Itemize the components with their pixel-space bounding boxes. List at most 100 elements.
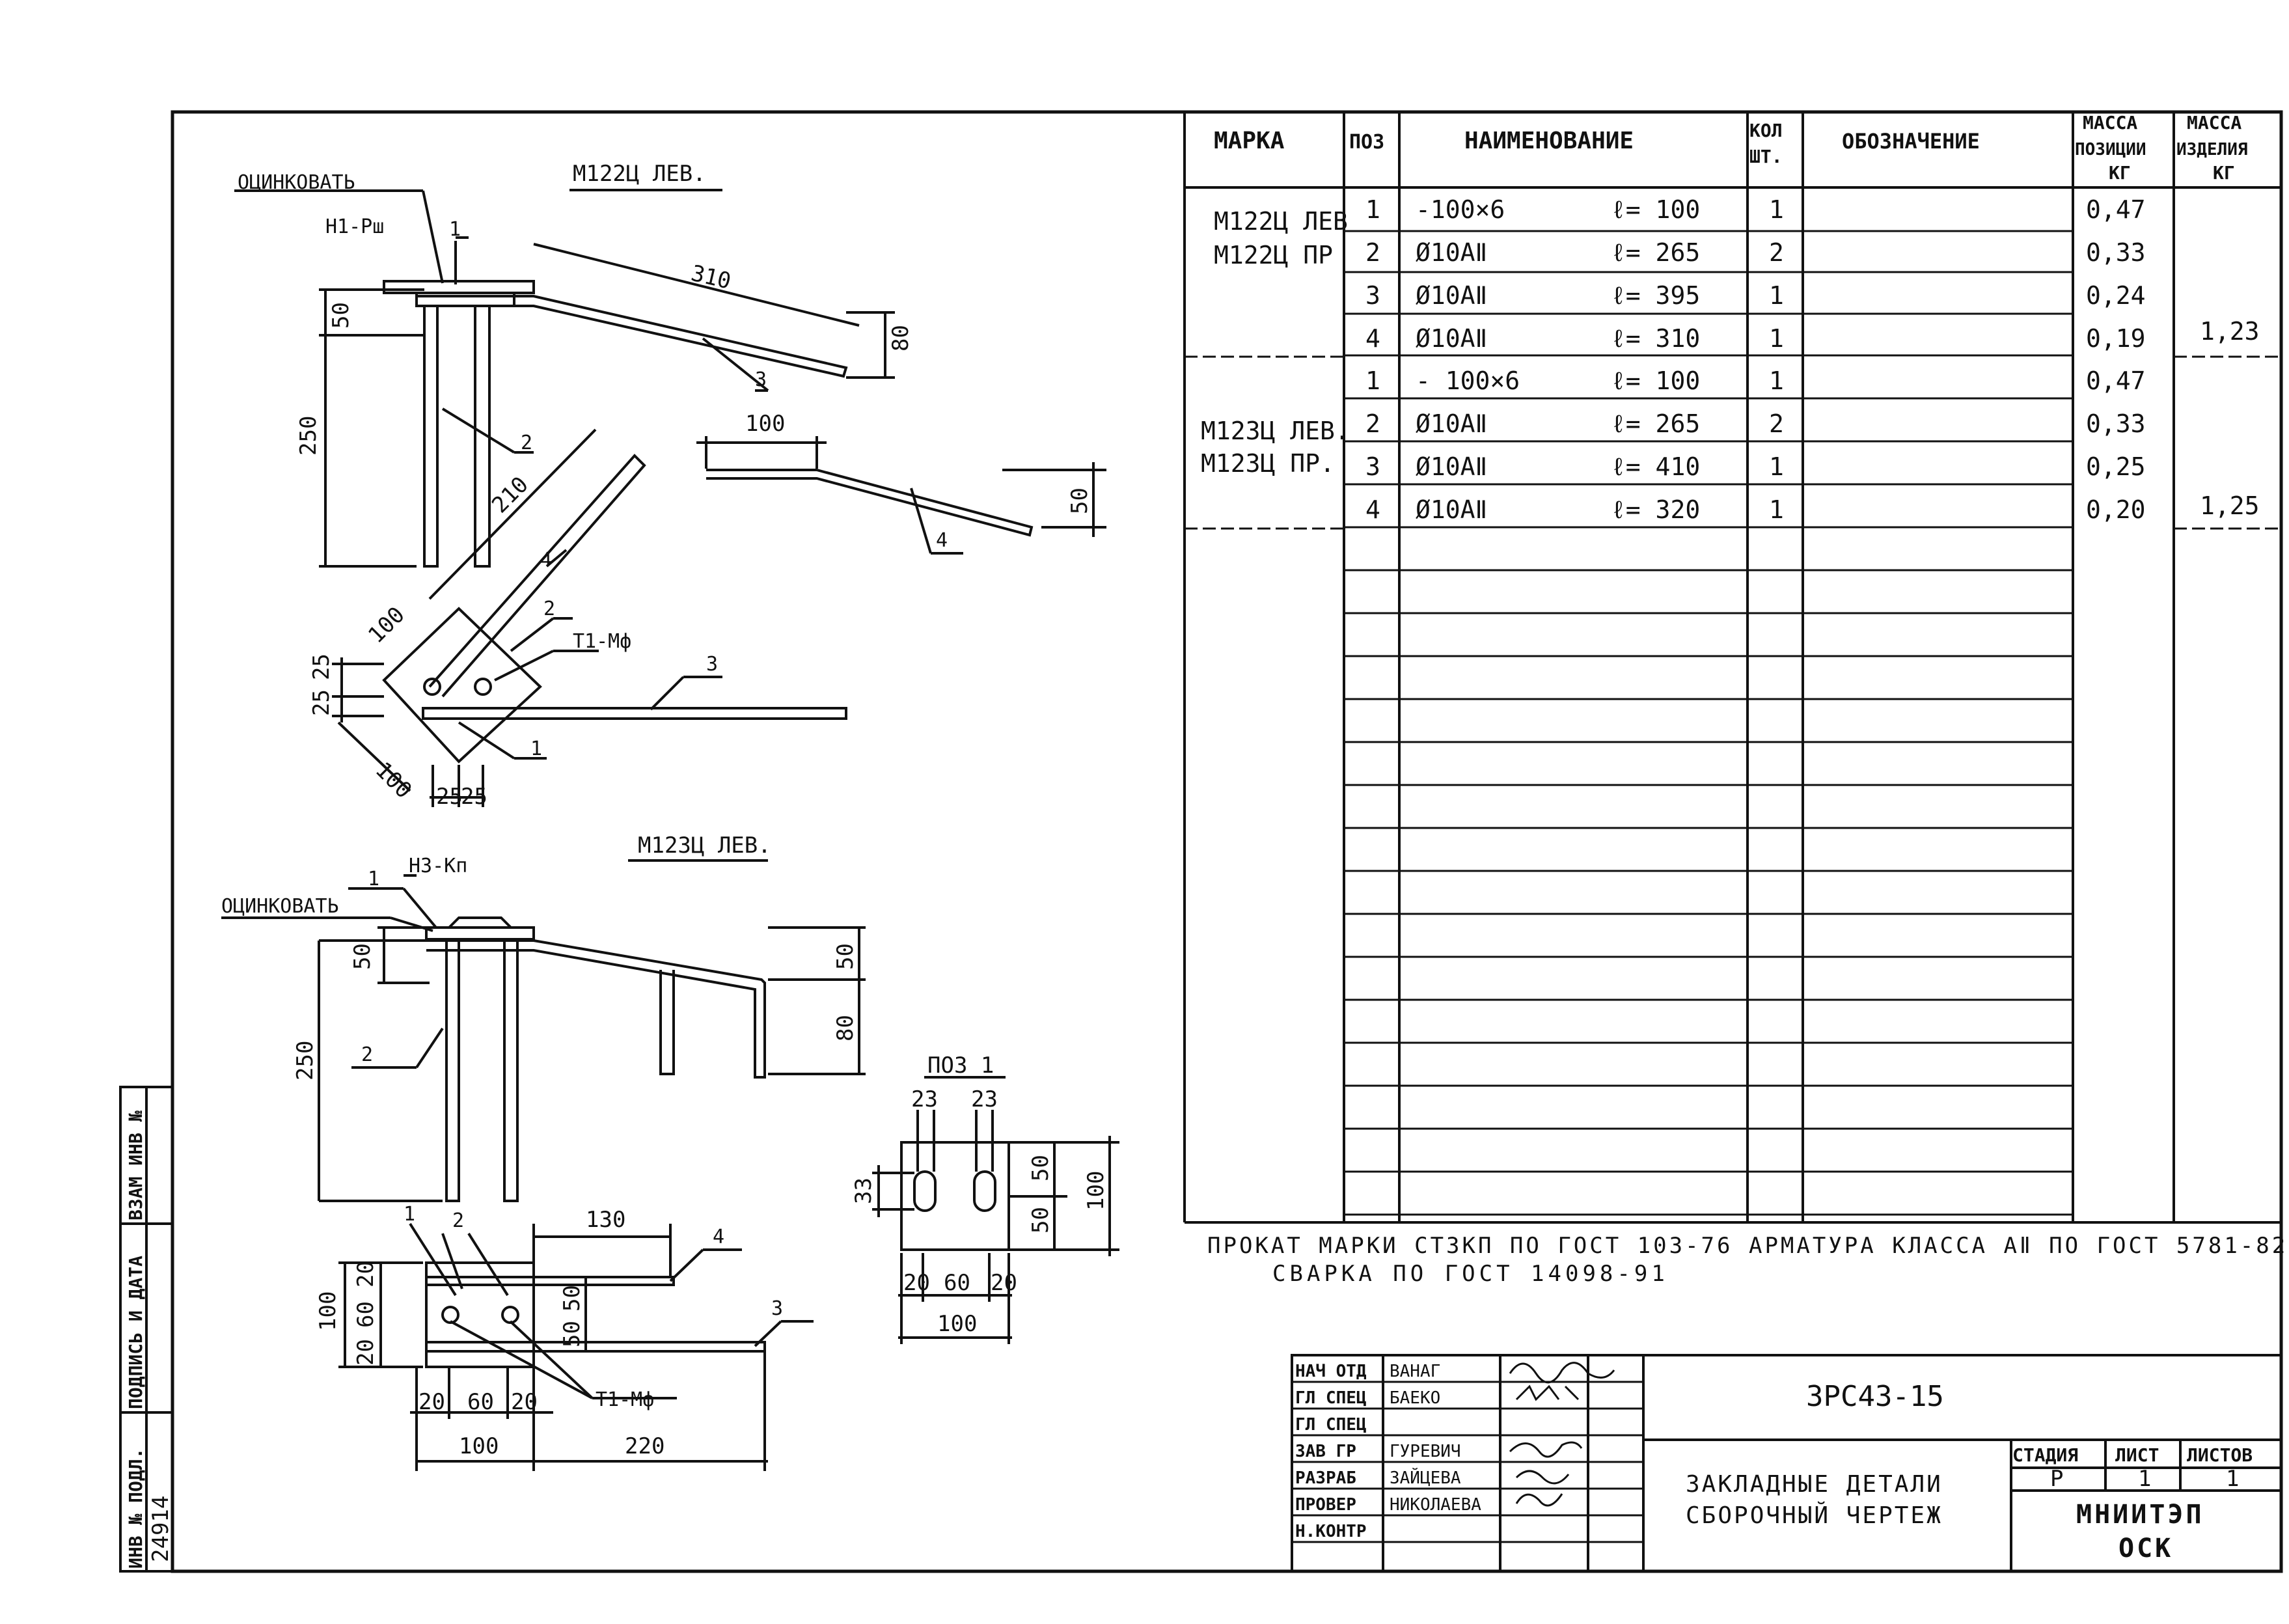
spec-cell-name: Ø10АⅡ [1416, 281, 1487, 310]
pos1-dim-33: 33 [851, 1177, 877, 1204]
spec-cell-poz: 4 [1365, 495, 1380, 524]
doc-title-1: ЗАКЛАДНЫЕ ДЕТАЛИ [1686, 1471, 1943, 1498]
tb-name: ВАНАГ [1390, 1362, 1440, 1381]
m123-dim-60b: 60 [467, 1389, 494, 1415]
spec-cell-qty: 2 [1769, 238, 1784, 267]
side-vzam: ВЗАМ ИНВ № [125, 1110, 146, 1220]
spec-cell-mass: 0,47 [2086, 366, 2146, 395]
spec-cell-len: ℓ= 410 [1611, 452, 1700, 481]
spec-cell-len: ℓ= 320 [1611, 495, 1700, 524]
stage-label: СТАДИЯ [2012, 1444, 2078, 1466]
m122-pos-3b: 3 [706, 653, 718, 676]
spec-cell-len: ℓ= 100 [1611, 195, 1700, 224]
m122-dim-80: 80 [888, 325, 914, 351]
m123-dim-50c: 50 [559, 1285, 585, 1312]
group2-mark-2: М123Ц ПР. [1201, 449, 1335, 478]
spec-cell-name: Ø10АⅡ [1416, 452, 1487, 481]
m123-plan-pos-1: 1 [404, 1203, 415, 1226]
doc-title-2: СБОРОЧНЫЙ ЧЕРТЕЖ [1686, 1502, 1943, 1529]
m123-dim-20a: 20 [353, 1261, 379, 1287]
side-inv-value: 24914 [148, 1496, 174, 1562]
pos4-dim-100: 100 [745, 411, 785, 437]
m122-dim-100b: 100 [370, 757, 417, 804]
m123-weld-code2: Т1-Мф [596, 1388, 654, 1411]
tb-role: НАЧ ОТД [1295, 1362, 1367, 1381]
side-sign-date: ПОДПИСЬ И ДАТА [125, 1256, 146, 1409]
note-line-1: ПРОКАТ МАРКИ СТ3КП ПО ГОСТ 103-76 АРМАТУ… [1207, 1233, 2288, 1259]
m123-dim-250: 250 [292, 1041, 318, 1080]
m123-plan-pos-4: 4 [713, 1226, 724, 1248]
spec-header-qty-2: ШТ. [1749, 146, 1783, 167]
m122-dim-25b: 25 [308, 689, 335, 716]
spec-cell-qty: 1 [1769, 452, 1784, 481]
m123-dim-220: 220 [625, 1433, 665, 1459]
spec-header-mass-pos-3: КГ [2109, 162, 2131, 184]
spec-cell-qty: 1 [1769, 366, 1784, 395]
m122-pos-1: 1 [449, 218, 461, 241]
tb-role: ПРОВЕР [1295, 1495, 1356, 1515]
spec-header-mass-pos-2: ПОЗИЦИИ [2075, 140, 2146, 159]
spec-cell-poz: 2 [1365, 238, 1380, 267]
m123-dim-50b: 50 [832, 943, 858, 970]
spec-header-qty-1: КОЛ [1749, 120, 1783, 141]
m123-weld-code: Н3-Кп [409, 855, 467, 877]
spec-cell-qty: 1 [1769, 281, 1784, 310]
spec-cell-mass: 0,47 [2086, 195, 2146, 224]
spec-cell-name: -100×6 [1416, 195, 1505, 224]
sheet-value: 1 [2138, 1466, 2151, 1492]
org-name-2: ОСК [2118, 1534, 2173, 1563]
spec-cell-poz: 3 [1365, 452, 1380, 481]
m122-pos-3: 3 [755, 368, 767, 391]
tb-role: ЗАВ ГР [1295, 1442, 1356, 1461]
m122-dim-210: 210 [487, 472, 534, 519]
spec-cell-qty: 1 [1769, 495, 1784, 524]
spec-header-mass-item-1: МАССА [2187, 112, 2241, 133]
m122-weld-code: Н1-Рш [325, 215, 384, 238]
spec-header-name: НАИМЕНОВАНИЕ [1464, 128, 1634, 154]
spec-cell-poz: 2 [1365, 409, 1380, 438]
m123-dim-20c: 20 [418, 1389, 445, 1415]
tb-role: ГЛ СПЕЦ [1295, 1415, 1367, 1435]
m122-weld-code2: Т1-Мф [573, 630, 631, 653]
spec-cell-qty: 2 [1769, 409, 1784, 438]
spec-cell-len: ℓ= 265 [1611, 238, 1700, 267]
spec-cell-poz: 1 [1365, 366, 1380, 395]
sheets-value: 1 [2226, 1466, 2239, 1492]
pos1-dim-60: 60 [944, 1270, 970, 1296]
m122-dim-310: 310 [689, 260, 733, 295]
spec-cell-len: ℓ= 265 [1611, 409, 1700, 438]
group2-mark-1: М123Ц ЛЕВ. [1201, 417, 1350, 445]
pos1-title: ПОЗ 1 [927, 1053, 994, 1079]
m122-dim-50: 50 [328, 302, 354, 329]
m122-dim-25d: 25 [461, 784, 487, 810]
tb-role: ГЛ СПЕЦ [1295, 1388, 1367, 1408]
m122-pos-4: 4 [540, 549, 552, 571]
m122-pos-2b: 2 [543, 598, 555, 620]
spec-cell-poz: 4 [1365, 324, 1380, 353]
spec-header-marka: МАРКА [1214, 128, 1285, 154]
spec-cell-poz: 1 [1365, 195, 1380, 224]
m123-pos-2: 2 [361, 1043, 373, 1066]
m122-dim-25c: 25 [436, 784, 463, 810]
spec-cell-poz: 3 [1365, 281, 1380, 310]
spec-cell-mass: 0,33 [2086, 409, 2146, 438]
m123-dim-60: 60 [353, 1301, 379, 1328]
m123-dim-20b: 20 [353, 1339, 379, 1366]
side-inv-podl: ИНВ № ПОДЛ. [125, 1448, 146, 1569]
pos1-dim-50b: 50 [1028, 1207, 1054, 1233]
sheet-label: ЛИСТ [2115, 1444, 2159, 1466]
m122-pos-2: 2 [521, 432, 532, 454]
pos4-dim-50: 50 [1067, 488, 1093, 514]
spec-header-designation: ОБОЗНАЧЕНИЕ [1842, 129, 1980, 154]
spec-cell-len: ℓ= 310 [1611, 324, 1700, 353]
m123-dim-50d: 50 [559, 1321, 585, 1347]
tb-name: ЗАЙЦЕВА [1390, 1467, 1461, 1488]
spec-cell-name: - 100×6 [1416, 366, 1520, 395]
spec-header-mass-pos-1: МАССА [2083, 112, 2137, 133]
group1-mark-1: М122Ц ЛЕВ [1214, 207, 1348, 236]
pos1-dim-20b: 20 [991, 1270, 1017, 1296]
spec-cell-name: Ø10АⅡ [1416, 495, 1487, 524]
